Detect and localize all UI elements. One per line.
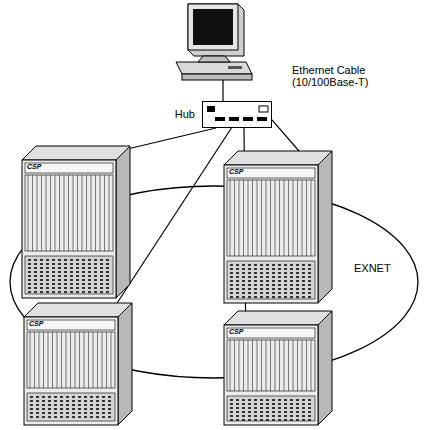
cable-label: Ethernet Cable (10/100Base-T) (290, 64, 386, 88)
ring-label: EXNET (352, 262, 393, 274)
computer (176, 4, 252, 101)
csp-chassis: CSP (22, 146, 130, 298)
chassis-label: CSP (29, 320, 43, 327)
csp-chassis: CSP (224, 151, 332, 303)
hub-ports (203, 102, 273, 129)
ethernet-cable (113, 128, 232, 310)
hub-label: Hub (175, 108, 195, 120)
chassis-label: CSP (27, 163, 41, 170)
chassis-label: CSP (229, 168, 243, 175)
hub-box: Hub (202, 101, 272, 128)
csp-chassis: CSP (24, 303, 132, 425)
csp-chassis: CSP (224, 311, 332, 425)
chassis-label: CSP (229, 328, 243, 335)
